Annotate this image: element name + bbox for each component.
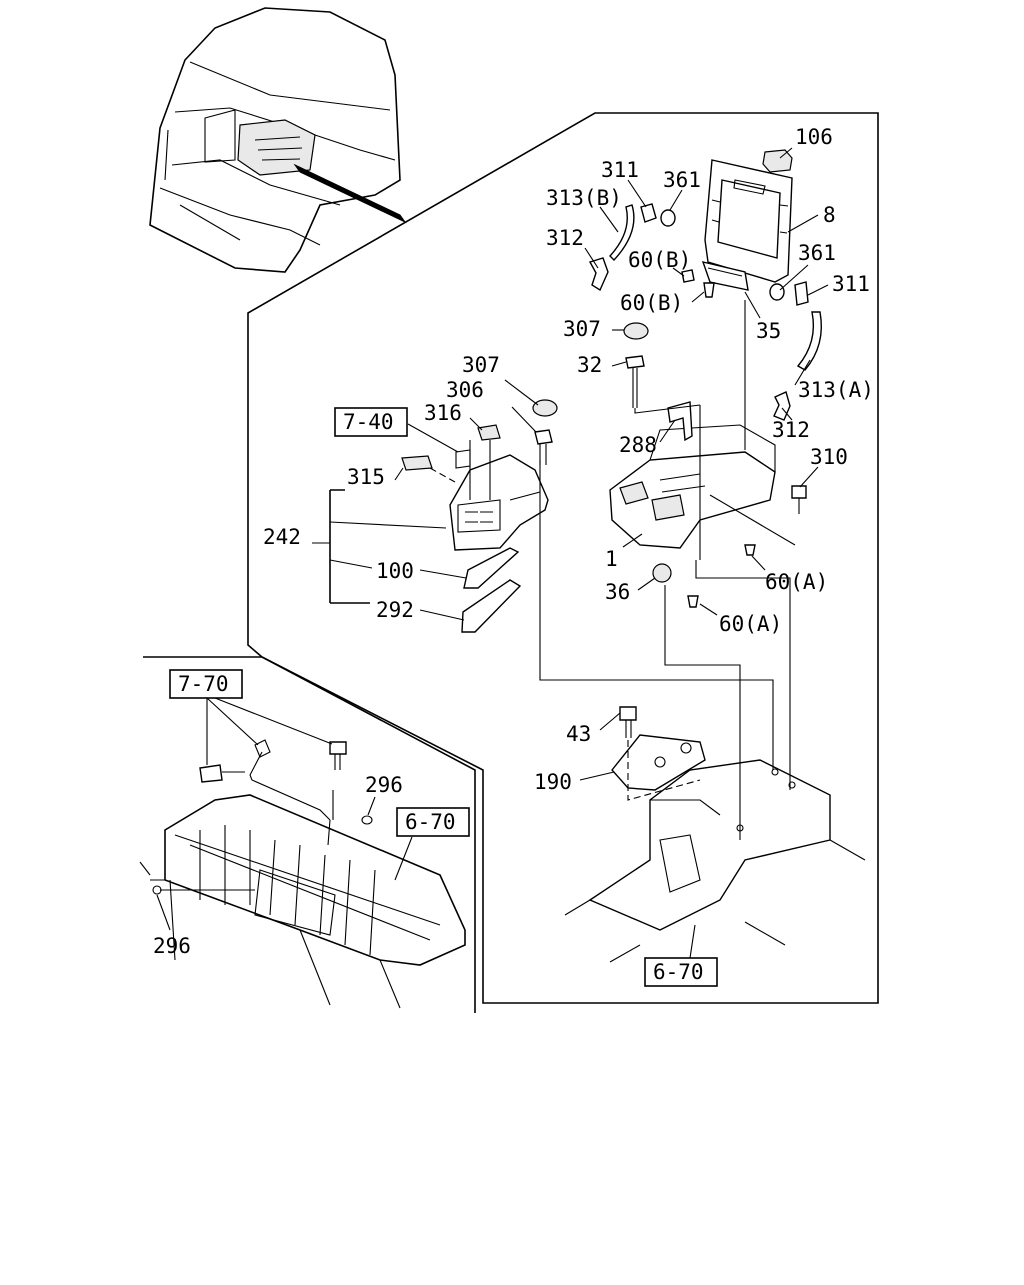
callout-312-top: 312 — [546, 226, 584, 250]
callout-60b-2: 60(B) — [620, 291, 683, 315]
part-311-361-312-313a-right — [769, 281, 823, 421]
part-311-361-312-313b-left — [588, 203, 676, 292]
callout-296-top: 296 — [365, 773, 403, 797]
callout-60a-1: 60(A) — [765, 570, 828, 594]
callout-60b-1: 60(B) — [628, 248, 691, 272]
callout-100: 100 — [376, 559, 414, 583]
callout-288: 288 — [619, 433, 657, 457]
detail-view-frame — [143, 656, 476, 1013]
callout-313a: 313(A) — [798, 378, 874, 402]
part-288-bracket — [667, 401, 693, 442]
callout-106: 106 — [795, 125, 833, 149]
ref-6-70-left-label: 6-70 — [405, 810, 456, 834]
part-8-overhead-frame — [704, 159, 793, 283]
part-316-connector — [477, 424, 501, 441]
part-307-306-mid — [532, 399, 558, 465]
callout-36: 36 — [605, 580, 630, 604]
part-36-grommet — [652, 563, 672, 583]
callout-leaders — [156, 147, 829, 959]
ref-box-7-40: 7-40 — [334, 407, 408, 437]
ref-box-6-70-bottom: 6-70 — [644, 957, 718, 987]
callout-361-top: 361 — [663, 168, 701, 192]
part-35-bracket — [701, 261, 749, 291]
part-307-32-center — [623, 322, 649, 408]
callout-315: 315 — [347, 465, 385, 489]
callout-242: 242 — [263, 525, 301, 549]
ref-7-40-label: 7-40 — [343, 410, 394, 434]
part-310-clip — [791, 485, 807, 514]
callout-35: 35 — [756, 319, 781, 343]
callout-1: 1 — [605, 547, 618, 571]
callout-312-right: 312 — [772, 418, 810, 442]
callout-316: 316 — [424, 401, 462, 425]
callout-8: 8 — [823, 203, 836, 227]
callout-292: 292 — [376, 598, 414, 622]
part-43-bolt — [619, 706, 637, 738]
main-view-frame — [247, 112, 879, 1004]
part-242-control-unit — [449, 454, 549, 551]
callout-190: 190 — [534, 770, 572, 794]
part-292-pad — [461, 579, 522, 633]
callout-labels: 106 311 361 8 313(B) 312 60(B) 361 311 6… — [153, 125, 874, 958]
part-60b-screws — [681, 269, 715, 298]
part-315-label — [401, 449, 471, 471]
cab-overview-illustration — [149, 7, 407, 273]
assembly-guide-lines — [429, 300, 796, 840]
callout-307-mid: 307 — [462, 353, 500, 377]
callout-307-top: 307 — [563, 317, 601, 341]
part-190-base-bracket — [564, 759, 866, 963]
part-100-pad — [463, 547, 520, 589]
callout-310: 310 — [810, 445, 848, 469]
part-60a-screws — [687, 544, 756, 608]
callout-43: 43 — [566, 722, 591, 746]
cab-floor-harness-detail — [139, 739, 466, 1009]
callout-60a-2: 60(A) — [719, 612, 782, 636]
callout-313b: 313(B) — [546, 186, 622, 210]
part-106-clip — [762, 149, 793, 173]
callout-311-right: 311 — [832, 272, 870, 296]
callout-32: 32 — [577, 353, 602, 377]
callout-306: 306 — [446, 378, 484, 402]
ref-6-70-bottom-label: 6-70 — [653, 960, 704, 984]
callout-361-right: 361 — [798, 241, 836, 265]
ref-7-70-label: 7-70 — [178, 672, 229, 696]
callout-296-bottom: 296 — [153, 934, 191, 958]
ref-box-6-70-left: 6-70 — [396, 807, 470, 837]
callout-311-top: 311 — [601, 158, 639, 182]
ref-box-7-70: 7-70 — [169, 669, 243, 699]
